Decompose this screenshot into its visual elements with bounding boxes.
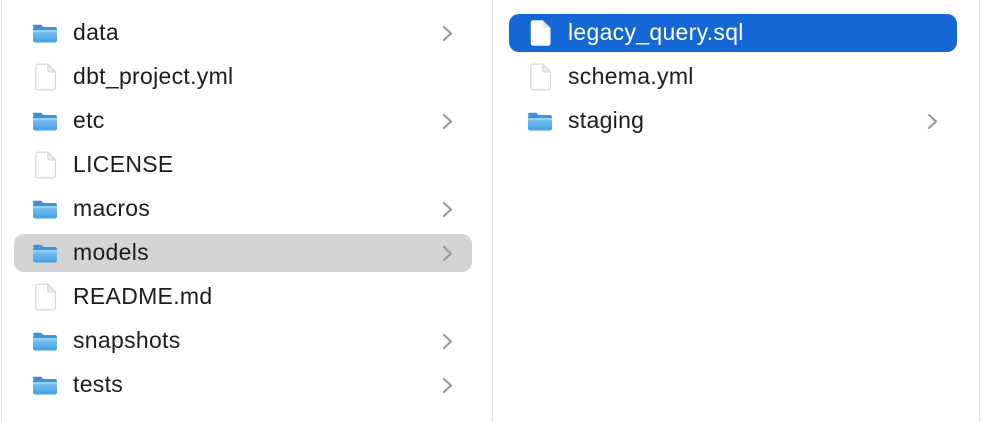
left-edge-divider [1,0,2,422]
folder-icon [32,23,58,44]
chevron-right-icon [442,245,453,262]
item-name: macros [73,194,151,221]
folder-icon [32,243,58,264]
item-name: dbt_project.yml [73,62,234,89]
row-tests[interactable]: tests [14,366,472,404]
file-icon [32,151,58,179]
row-data[interactable]: data [14,14,472,52]
item-name: snapshots [73,326,181,353]
item-name: etc [73,106,105,133]
item-name: legacy_query.sql [568,18,744,45]
row-license[interactable]: LICENSE [14,146,472,184]
folder-icon [32,375,58,396]
item-name: models [73,238,149,265]
file-icon [527,63,553,91]
chevron-right-icon [442,25,453,42]
row-macros[interactable]: macros [14,190,472,228]
chevron-right-icon [442,201,453,218]
row-schema-yml[interactable]: schema.yml [509,58,957,96]
file-icon [32,63,58,91]
item-name: data [73,18,119,45]
folder-icon [32,331,58,352]
chevron-right-icon [442,333,453,350]
row-readme-md[interactable]: README.md [14,278,472,316]
row-models-selected[interactable]: models [14,234,472,272]
folder-icon [527,111,553,132]
item-name: schema.yml [568,62,694,89]
chevron-right-icon [442,113,453,130]
folder-icon [32,199,58,220]
folder-icon [32,111,58,132]
finder-column-parent: data dbt_project.yml etc LICENSE macros … [2,0,492,422]
column-resize-divider[interactable] [492,0,493,422]
item-name: LICENSE [73,150,174,177]
column-resize-divider[interactable] [979,0,980,422]
item-name: tests [73,370,124,397]
row-snapshots[interactable]: snapshots [14,322,472,360]
file-icon [32,283,58,311]
item-name: README.md [73,282,213,309]
row-staging[interactable]: staging [509,102,957,140]
item-name: staging [568,106,645,133]
row-etc[interactable]: etc [14,102,472,140]
chevron-right-icon [442,377,453,394]
row-legacy-query-sql-selected[interactable]: legacy_query.sql [509,14,957,52]
file-icon [527,19,553,47]
chevron-right-icon [927,113,938,130]
row-dbt-project-yml[interactable]: dbt_project.yml [14,58,472,96]
finder-column-child: legacy_query.sql schema.yml staging [493,0,979,422]
